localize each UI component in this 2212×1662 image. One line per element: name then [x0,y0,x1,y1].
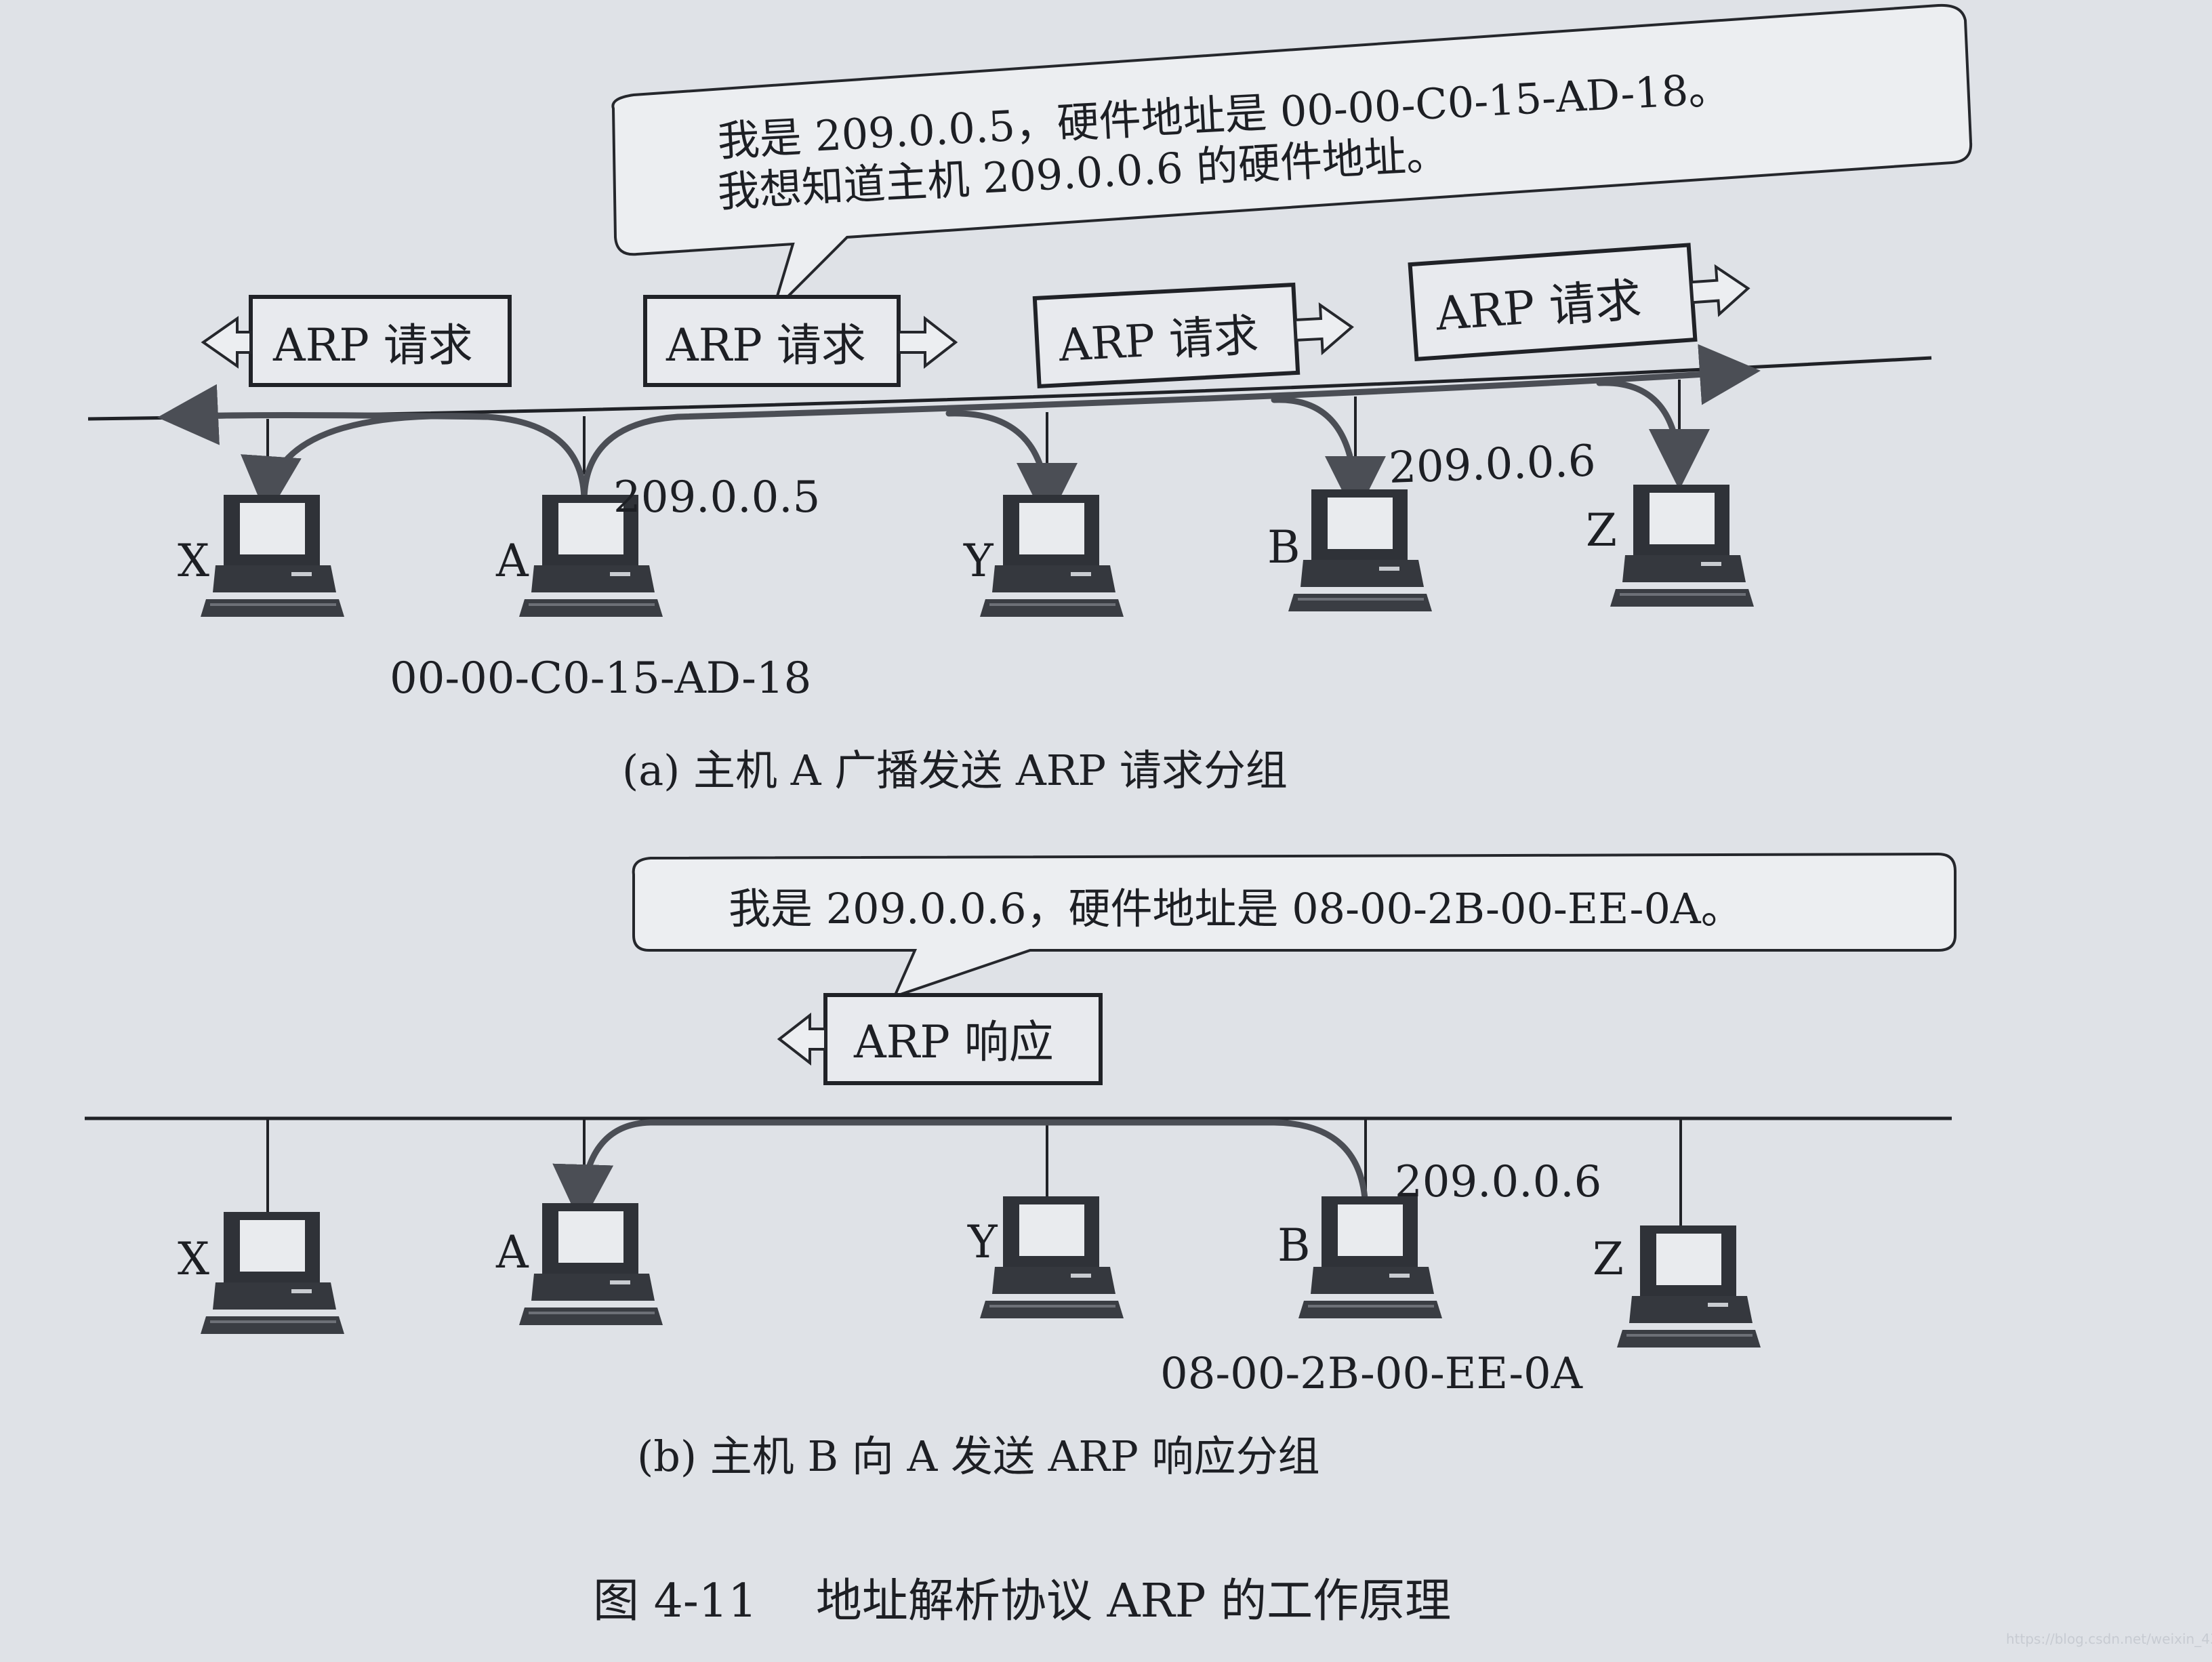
host-label-b: B [1277,1219,1311,1272]
hollow-arrow-left-icon [201,316,252,369]
mac-b-label: 08-00-2B-00-EE-0A [1160,1349,1583,1399]
hollow-arrow-right-icon [1689,264,1750,317]
host-label-x: X [178,535,209,587]
host-label-y: Y [963,535,994,587]
computer-y-icon [980,495,1124,617]
request-label: ARP 请求 [1057,309,1260,371]
host-label-x: X [178,1233,209,1285]
callout-b [632,852,1957,999]
reply-arrow [552,1119,1369,1225]
host-label-a: A [495,1226,529,1278]
caption-b: (b) 主机 B 向 A 发送 ARP 响应分组 [637,1432,1320,1481]
broadcast-arrows [157,344,1761,524]
request-box-left: ARP 请求 [201,295,512,387]
ip-b-label: 209.0.0.6 [1395,1157,1601,1207]
callout-b-text: 我是 209.0.0.6，硬件地址是 08-00-2B-00-EE-0A。 [729,884,1743,933]
hollow-arrow-left-icon [777,1012,827,1066]
computer-z-icon [1610,485,1754,607]
computer-z-icon [1617,1225,1761,1347]
reply-label: ARP 响应 [853,1016,1054,1068]
host-label-a: A [495,535,529,587]
computer-y-icon [980,1196,1124,1318]
hollow-arrow-right-icon [897,315,958,369]
computer-x-icon [201,1212,344,1334]
panel-a: 我是 209.0.0.5，硬件地址是 00-00-C0-15-AD-18。 我想… [87,3,1973,795]
panel-b: 我是 209.0.0.6，硬件地址是 08-00-2B-00-EE-0A。 AR… [85,852,1957,1481]
computer-x-icon [201,495,344,617]
callout-a [611,3,1973,313]
watermark: https://blog.csdn.net/weixin_43571 [2006,1631,2212,1647]
hollow-arrow-right-icon [1293,302,1354,356]
host-label-z: Z [1586,504,1617,556]
request-box-a: ARP 请求 [643,295,958,387]
host-label-y: Y [967,1216,998,1268]
host-label-z: Z [1593,1233,1624,1285]
request-label: ARP 请求 [665,319,866,371]
request-box-mid: ARP 请求 [1032,282,1354,389]
mac-a-label: 00-00-C0-15-AD-18 [390,653,811,704]
computer-b-icon [1288,489,1432,611]
computer-b-icon [1298,1196,1442,1318]
request-box-right: ARP 请求 [1408,243,1750,362]
computer-a-icon [519,1203,663,1325]
caption-a: (a) 主机 A 广播发送 ARP 请求分组 [622,746,1288,795]
request-label: ARP 请求 [272,319,473,371]
ip-a-label: 209.0.0.5 [613,472,820,523]
host-label-b: B [1267,521,1300,573]
reply-box: ARP 响应 [777,993,1103,1085]
figure-title: 图 4-11 地址解析协议 ARP 的工作原理 [593,1575,1451,1628]
ip-b-label: 209.0.0.6 [1388,436,1597,493]
